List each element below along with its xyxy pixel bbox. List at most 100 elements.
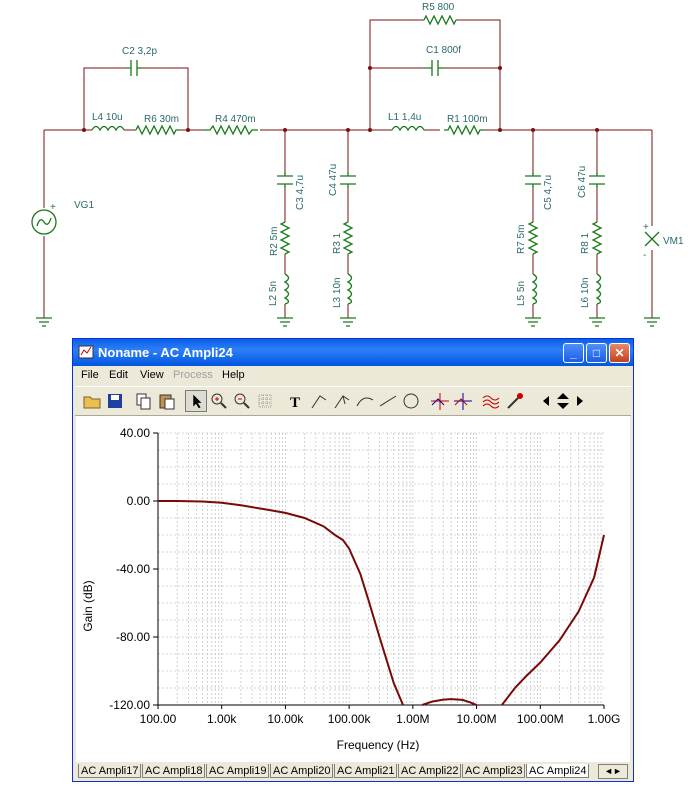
inductor-l3[interactable] xyxy=(346,273,353,305)
label-l4: L4 10u xyxy=(92,112,123,123)
x-tick-label: 1.00M xyxy=(396,712,429,726)
tab-ac-ampli18[interactable]: AC Ampli18 xyxy=(142,764,206,778)
title-bar[interactable]: Noname - AC Ampli24 _ □ ✕ xyxy=(73,339,633,366)
voltage-source-vg1[interactable] xyxy=(31,209,57,235)
label-l1: L1 1,4u xyxy=(388,112,421,123)
label-l2: L2 5n xyxy=(268,281,279,306)
label-c3: C3 4,7u xyxy=(295,175,306,210)
label-c1: C1 800f xyxy=(426,45,461,56)
tab-ac-ampli22[interactable]: AC Ampli22 xyxy=(398,764,462,778)
svg-text:T: T xyxy=(290,395,300,411)
toolbar: T xyxy=(75,386,631,416)
y-tick-label: -120.00 xyxy=(109,698,150,712)
y-tick-label: 40.00 xyxy=(120,426,150,440)
x-tick-label: 100.00 xyxy=(140,712,177,726)
app-icon xyxy=(78,345,94,359)
label-c2: C2 3,2p xyxy=(122,46,157,57)
window-title: Noname - AC Ampli24 xyxy=(98,345,233,360)
x-tick-label: 1.00G xyxy=(588,712,621,726)
inductor-l4[interactable] xyxy=(91,125,125,132)
analysis-window: Noname - AC Ampli24 _ □ ✕ File Edit View… xyxy=(72,338,634,782)
resistor-r4[interactable] xyxy=(204,124,258,136)
open-folder-icon[interactable] xyxy=(81,390,103,412)
resistor-r1[interactable] xyxy=(444,124,484,136)
x-tick-label: 100.00k xyxy=(328,712,372,726)
label-r3: R3 1 xyxy=(332,232,343,254)
inductor-l1[interactable] xyxy=(391,125,425,132)
cursor-a-icon[interactable] xyxy=(429,390,451,412)
tab-ac-ampli19[interactable]: AC Ampli19 xyxy=(206,764,270,778)
save-icon[interactable] xyxy=(104,390,126,412)
x-tick-label: 10.00M xyxy=(457,712,497,726)
label-vg1: VG1 xyxy=(74,200,94,211)
menu-help[interactable]: Help xyxy=(222,369,245,381)
label-l3: L3 10n xyxy=(332,277,343,308)
arrow-updown-icon[interactable] xyxy=(553,390,573,412)
inductor-l5[interactable] xyxy=(531,273,538,305)
paste-icon[interactable] xyxy=(156,390,178,412)
tab-ac-ampli17[interactable]: AC Ampli17 xyxy=(78,764,142,778)
menu-view[interactable]: View xyxy=(140,369,164,381)
capacitor-c3[interactable] xyxy=(277,172,293,188)
line-icon[interactable] xyxy=(377,390,399,412)
x-tick-label: 100.00M xyxy=(517,712,564,726)
annotate2-icon[interactable] xyxy=(331,390,353,412)
label-r6: R6 30m xyxy=(144,114,179,125)
probe-icon[interactable] xyxy=(504,390,526,412)
tab-ac-ampli24[interactable]: AC Ampli24 xyxy=(526,764,590,778)
resistor-r6[interactable] xyxy=(135,124,180,136)
tab-ac-ampli23[interactable]: AC Ampli23 xyxy=(462,764,526,778)
y-tick-label: 0.00 xyxy=(127,494,151,508)
gain-curve-segment xyxy=(158,500,404,706)
wave-icon[interactable] xyxy=(481,390,503,412)
inductor-l6[interactable] xyxy=(595,273,602,305)
tab-ac-ampli20[interactable]: AC Ampli20 xyxy=(270,764,334,778)
label-c4: C4 47u xyxy=(328,164,339,196)
capacitor-c1[interactable] xyxy=(424,60,444,76)
resistor-r7[interactable] xyxy=(527,221,539,255)
arrow-right-icon[interactable] xyxy=(573,390,587,412)
label-vm1-plus: + xyxy=(643,222,649,233)
text-icon[interactable]: T xyxy=(285,390,307,412)
circle-icon[interactable] xyxy=(400,390,422,412)
menu-edit[interactable]: Edit xyxy=(109,369,128,381)
annotate-icon[interactable] xyxy=(308,390,330,412)
x-tick-label: 10.00k xyxy=(267,712,304,726)
resistor-r2[interactable] xyxy=(279,221,291,255)
inductor-l2[interactable] xyxy=(283,273,290,305)
tab-ac-ampli21[interactable]: AC Ampli21 xyxy=(334,764,398,778)
label-r4: R4 470m xyxy=(215,114,256,125)
resistor-r3[interactable] xyxy=(342,221,354,255)
minimize-button[interactable]: _ xyxy=(563,343,584,363)
pointer-icon[interactable] xyxy=(185,390,207,412)
capacitor-c2[interactable] xyxy=(126,60,142,76)
voltmeter-vm1[interactable] xyxy=(644,231,660,247)
curve-icon[interactable] xyxy=(354,390,376,412)
capacitor-c4[interactable] xyxy=(340,172,356,188)
y-tick-label: -80.00 xyxy=(116,630,150,644)
resistor-r8[interactable] xyxy=(591,221,603,255)
x-tick-label: 1.00k xyxy=(207,712,237,726)
cursor-b-icon[interactable] xyxy=(452,390,474,412)
capacitor-c5[interactable] xyxy=(525,172,541,188)
menu-file[interactable]: File xyxy=(81,369,99,381)
tab-scroll-arrows[interactable]: ◄► xyxy=(598,764,628,779)
resistor-r5[interactable] xyxy=(423,14,457,26)
x-axis-label: Frequency (Hz) xyxy=(337,738,420,752)
grid-icon[interactable] xyxy=(254,390,276,412)
label-r2: R2 5m xyxy=(269,227,280,256)
capacitor-c6[interactable] xyxy=(589,172,605,188)
label-l5: L5 5n xyxy=(516,281,527,306)
close-button[interactable]: ✕ xyxy=(609,343,630,363)
label-r5: R5 800 xyxy=(422,2,455,13)
copy-icon[interactable] xyxy=(133,390,155,412)
label-r1: R1 100m xyxy=(447,114,488,125)
label-r7: R7 5m xyxy=(516,225,527,254)
maximize-button[interactable]: □ xyxy=(586,343,607,363)
circuit-schematic: C2 3,2p L4 10u R6 30m R4 470m R5 800 C1 … xyxy=(31,2,684,327)
zoom-out-icon[interactable] xyxy=(231,390,253,412)
arrow-left-icon[interactable] xyxy=(539,390,553,412)
label-c6: C6 47u xyxy=(577,166,588,198)
zoom-in-icon[interactable] xyxy=(208,390,230,412)
